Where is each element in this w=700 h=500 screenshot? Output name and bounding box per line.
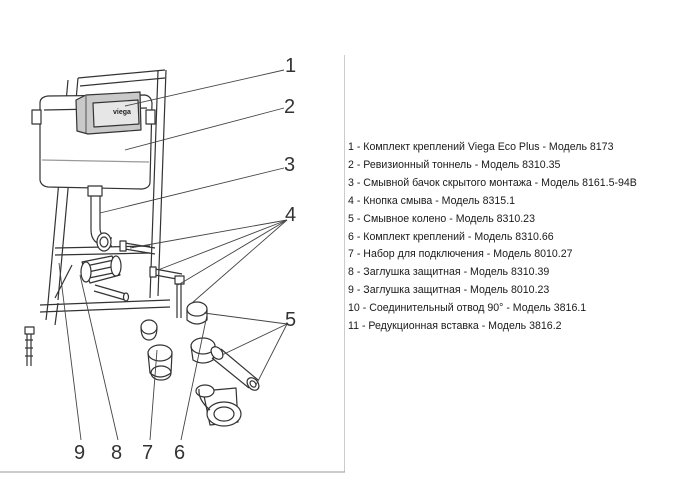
revision-tunnel (75, 91, 142, 135)
callout-3: 3 (284, 154, 295, 176)
flush-pipe (87, 185, 112, 252)
callout-8: 8 (111, 442, 122, 464)
legend-item-6: 6 - Комплект креплений - Модель 8310.66 (348, 230, 554, 243)
legend-item-3: 3 - Смывной бачок скрытого монтажа - Мод… (348, 176, 637, 189)
exploded-assembly-diagram: viega 1 2 3 4 5 6 7 8 9 (0, 55, 345, 473)
flush-bend (195, 384, 242, 427)
legend-item-5: 5 - Смывное колено - Модель 8310.23 (348, 212, 535, 225)
legend-item-4: 4 - Кнопка смыва - Модель 8315.1 (348, 194, 516, 207)
legend-item-1: 1 - Комплект креплений Viega Eco Plus - … (348, 141, 614, 153)
legend-item-10: 10 - Соединительный отвод 90° - Модель 3… (348, 302, 587, 315)
callout-1: 1 (285, 55, 296, 77)
legend-item-7: 7 - Набор для подключения - Модель 8010.… (348, 248, 573, 261)
callout-5: 5 (285, 309, 296, 331)
callout-numbers: 1 2 3 4 5 6 7 8 9 (74, 55, 296, 464)
vertical-bolt (24, 275, 185, 366)
straight-pipe (210, 346, 260, 391)
leader-lines (58, 69, 288, 441)
protective-caps (140, 301, 216, 381)
legend-item-2: 2 - Ревизионный тоннель - Модель 8310.35 (348, 158, 561, 171)
legend-item-11: 11 - Редукционная вставка - Модель 3816.… (348, 320, 562, 333)
parts-legend: 1 - Комплект креплений Viega Eco Plus - … (348, 139, 693, 336)
callout-7: 7 (142, 442, 153, 464)
legend-item-9: 9 - Заглушка защитная - Модель 8010.23 (348, 284, 550, 297)
connector-pipe (80, 255, 122, 284)
legend-item-8: 8 - Заглушка защитная - Модель 8310.39 (348, 266, 550, 279)
callout-2: 2 (284, 96, 295, 118)
callout-6: 6 (174, 442, 185, 464)
callout-9: 9 (74, 442, 85, 464)
brand-logo: viega (113, 109, 131, 116)
callout-4: 4 (285, 204, 296, 226)
